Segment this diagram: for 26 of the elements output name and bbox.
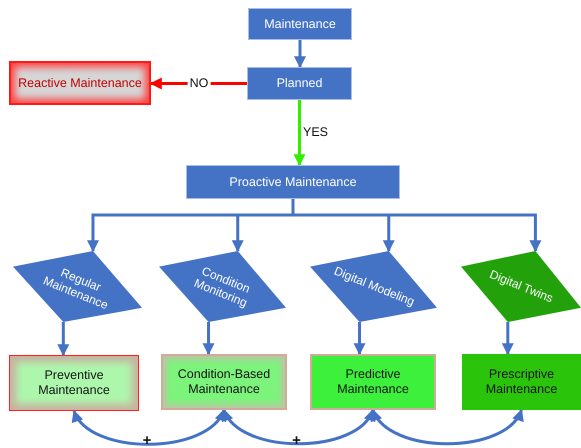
process-box: Proactive Maintenance — [186, 165, 400, 199]
process-box: Predictive Maintenance — [310, 354, 436, 410]
arrow — [294, 100, 306, 166]
arrow — [150, 78, 247, 90]
arrow — [292, 199, 542, 252]
edge-label: YES — [301, 126, 330, 140]
arrow — [294, 40, 306, 68]
arrow — [502, 322, 514, 356]
process-box: Maintenance — [248, 8, 352, 40]
diamond-label: Digital Twins — [486, 266, 556, 307]
edge-label: NO — [188, 76, 210, 90]
process-box: Reactive Maintenance — [9, 61, 151, 105]
process-box: Prescriptive Maintenance — [462, 354, 581, 410]
process-box: Condition-Based Maintenance — [161, 354, 287, 410]
decision-diamond — [461, 251, 581, 322]
decision-diamond — [310, 251, 437, 322]
arrow — [354, 322, 366, 356]
double-arrow — [72, 408, 226, 446]
double-arrow — [372, 408, 523, 446]
decision-diamond — [159, 251, 286, 322]
decision-diamond — [13, 251, 142, 322]
double-arrow — [222, 408, 374, 446]
arrow — [202, 322, 215, 356]
arrow — [57, 322, 70, 356]
process-box: Preventive Maintenance — [9, 355, 139, 411]
process-box: Planned — [247, 67, 352, 100]
